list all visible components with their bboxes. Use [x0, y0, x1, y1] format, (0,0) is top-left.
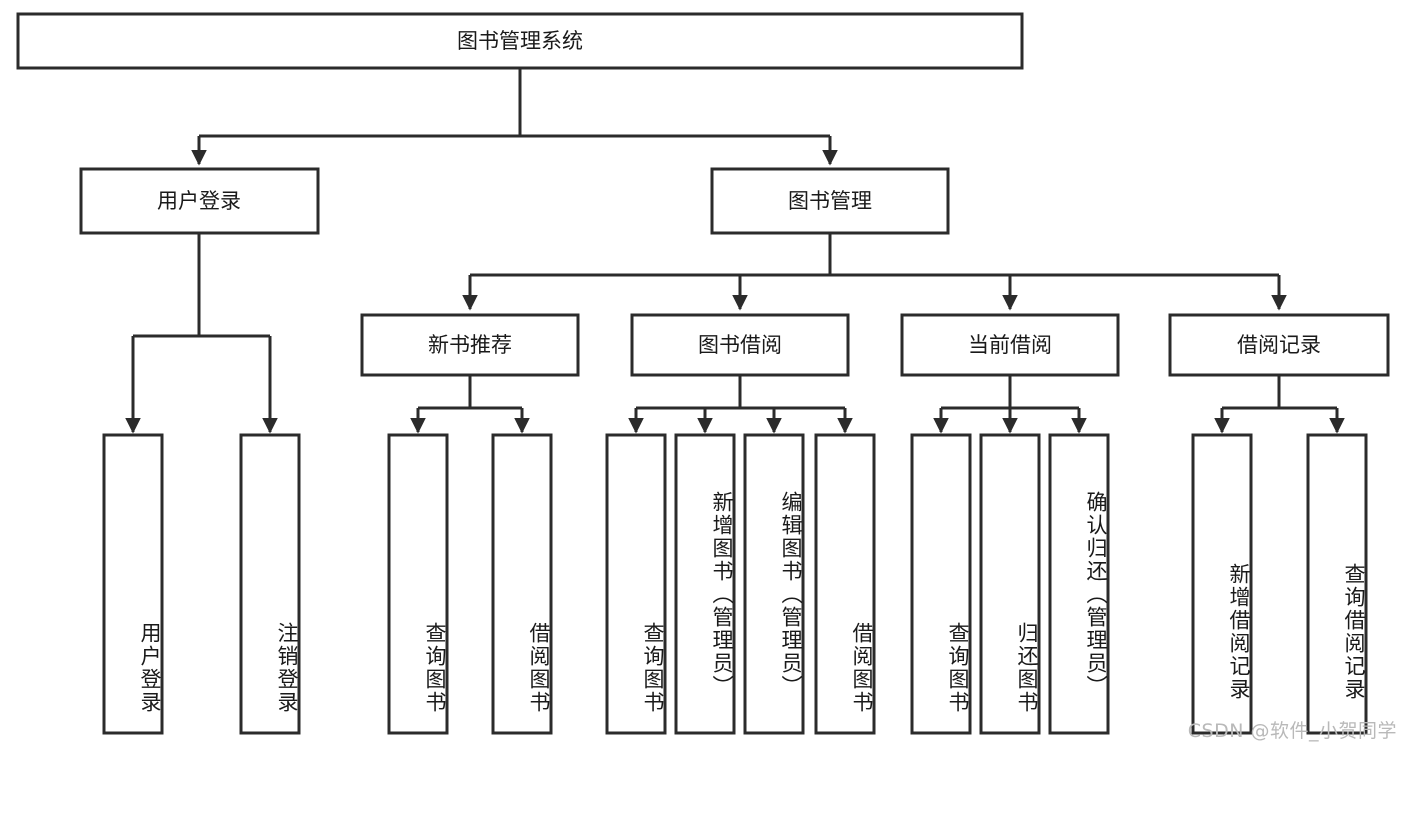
diagram-canvas: 图书管理系统 用户登录 图书管理 新书推荐 图书借阅 当前借阅 借阅记录	[16, 12, 1397, 742]
node-borrow-record-label: 借阅记录	[1237, 333, 1321, 357]
leaf-box-current-borrow-2[interactable]	[979, 433, 1041, 735]
leaf-box-borrow-record-1[interactable]	[1191, 433, 1253, 735]
node-book-manage[interactable]: 图书管理	[710, 167, 950, 235]
node-current-borrow-label: 当前借阅	[968, 333, 1052, 357]
node-borrow-record[interactable]: 借阅记录	[1168, 313, 1390, 377]
leaf-box-new-book-2[interactable]	[491, 433, 553, 735]
node-root[interactable]: 图书管理系统	[16, 12, 1024, 70]
leaf-box-user-login-1[interactable]	[102, 433, 164, 735]
leaf-box-user-login-2[interactable]	[239, 433, 301, 735]
node-new-book[interactable]: 新书推荐	[360, 313, 580, 377]
leaf-box-book-borrow-2[interactable]	[674, 433, 736, 735]
node-user-login-label: 用户登录	[157, 189, 241, 213]
leaf-box-new-book-1[interactable]	[387, 433, 449, 735]
leaf-box-book-borrow-4[interactable]	[814, 433, 876, 735]
leaf-box-current-borrow-3[interactable]	[1048, 433, 1110, 735]
node-root-label: 图书管理系统	[457, 29, 583, 53]
csdn-watermark: CSDN @软件_小贺同学	[1187, 720, 1397, 742]
leaf-box-book-borrow-3[interactable]	[743, 433, 805, 735]
leaf-box-layer	[102, 433, 1368, 735]
node-user-login[interactable]: 用户登录	[79, 167, 320, 235]
node-new-book-label: 新书推荐	[428, 333, 512, 357]
leaf-box-book-borrow-1[interactable]	[605, 433, 667, 735]
node-book-borrow[interactable]: 图书借阅	[630, 313, 850, 377]
leaf-box-current-borrow-1[interactable]	[910, 433, 972, 735]
connector-layer	[125, 68, 1345, 434]
node-book-borrow-label: 图书借阅	[698, 333, 782, 357]
leaf-box-borrow-record-2[interactable]	[1306, 433, 1368, 735]
node-book-manage-label: 图书管理	[788, 189, 872, 213]
tree-diagram-svg: 图书管理系统 用户登录 图书管理 新书推荐 图书借阅 当前借阅 借阅记录	[16, 12, 1390, 735]
node-current-borrow[interactable]: 当前借阅	[900, 313, 1120, 377]
